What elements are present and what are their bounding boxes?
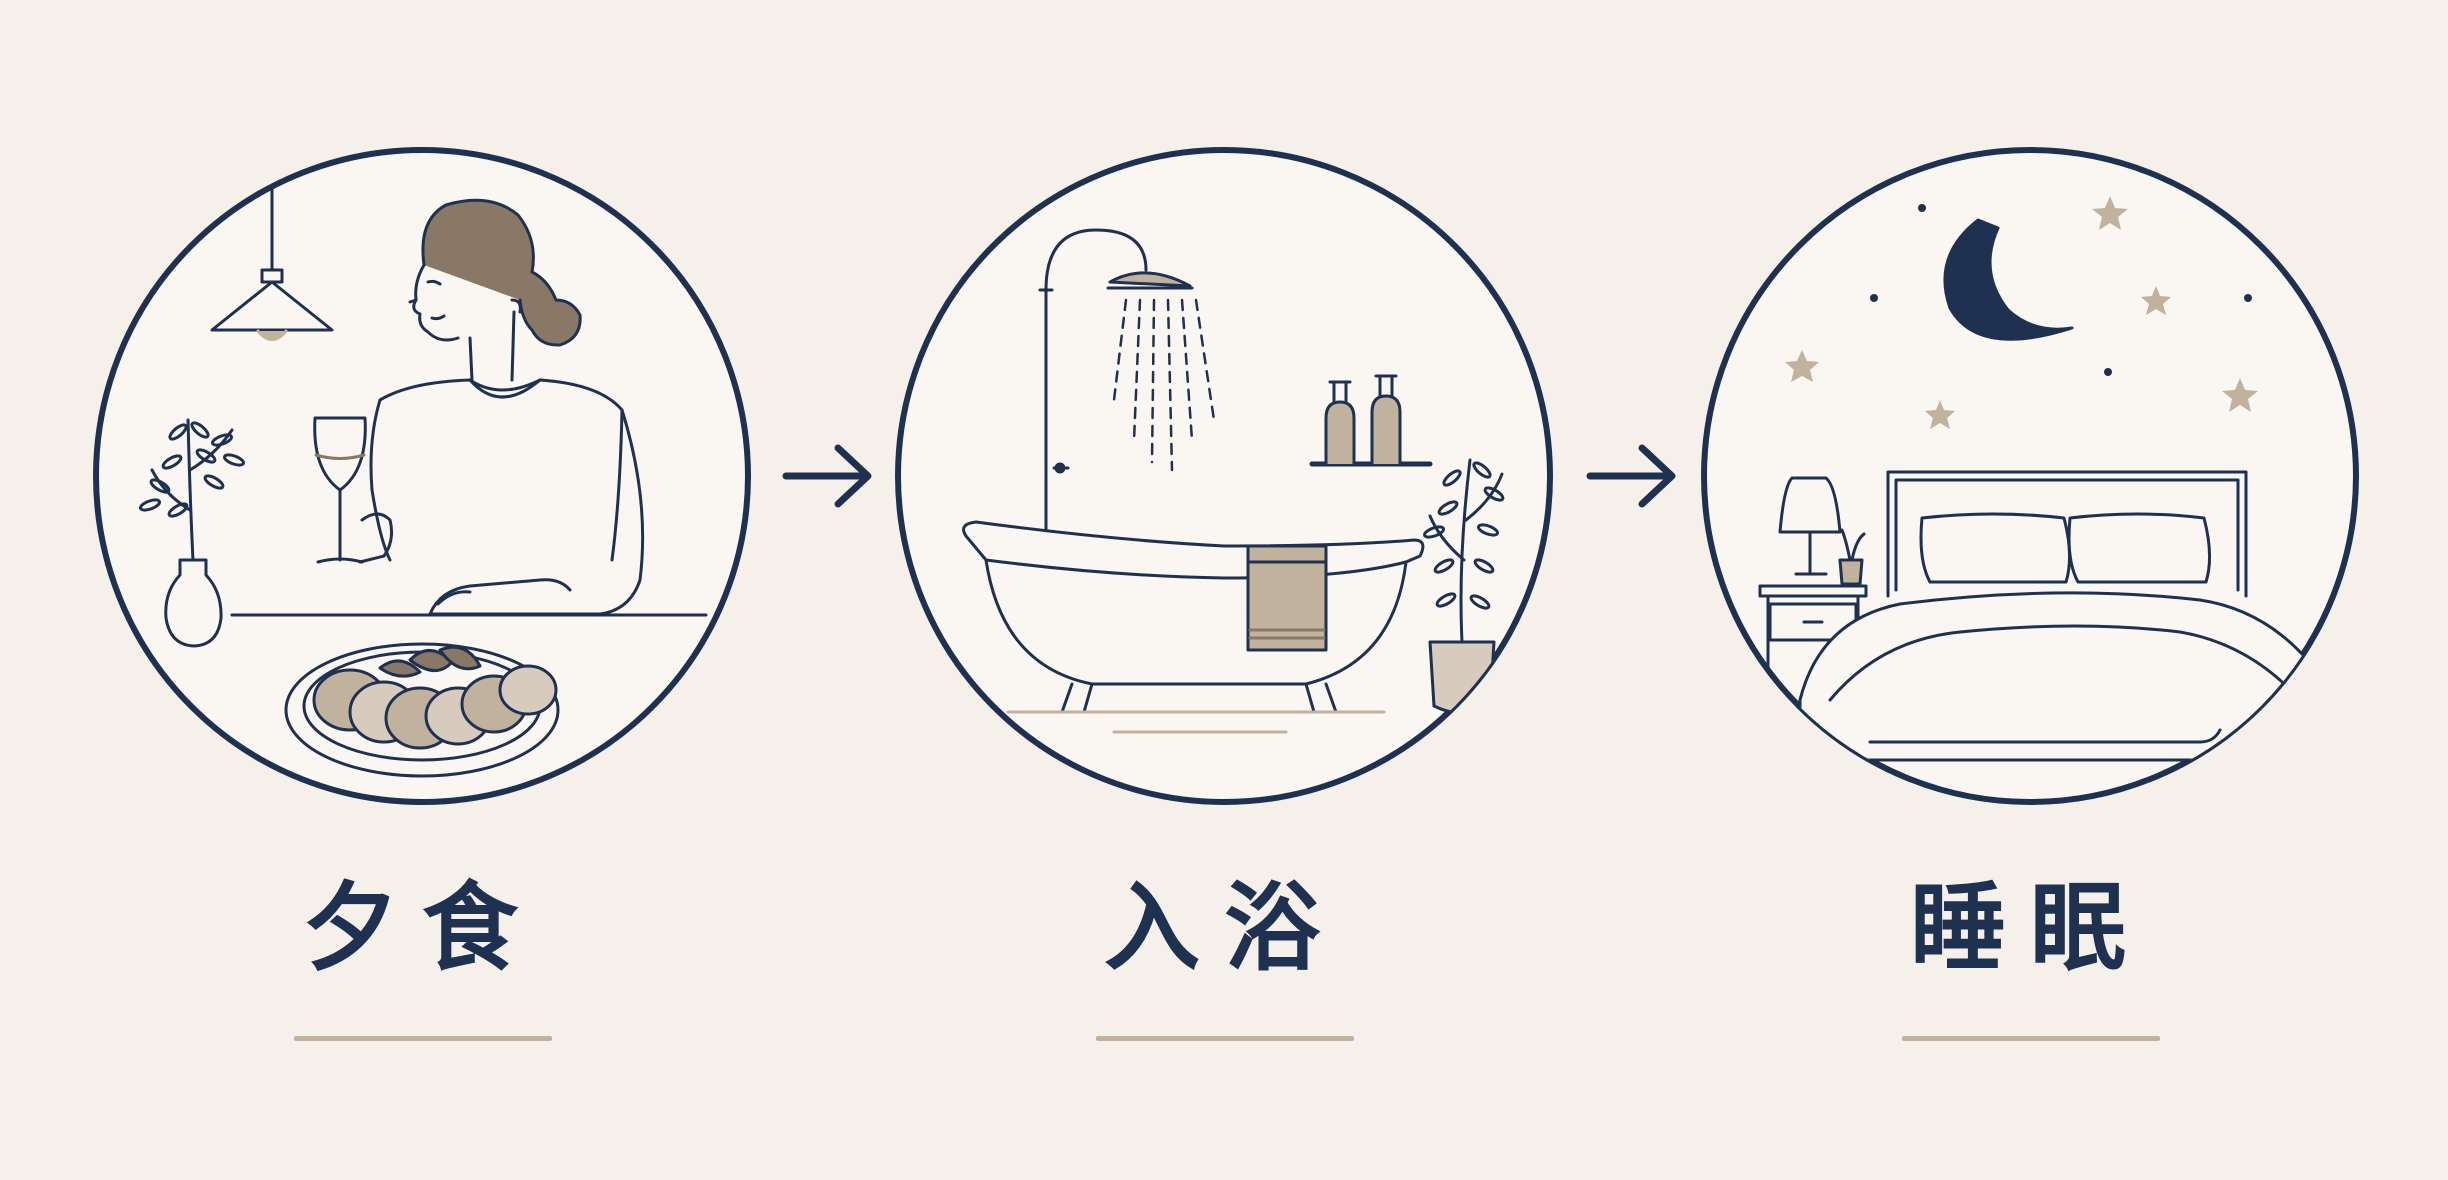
arrow-right-icon: [782, 444, 872, 508]
plate-food-icon: [284, 642, 560, 778]
arrow-right-icon: [1586, 444, 1676, 508]
stars-icon: [1785, 196, 2258, 429]
step-label-dinner: 夕食: [302, 871, 542, 984]
step-label-sleep: 睡眠: [1910, 871, 2150, 984]
nightstand-lamp-icon: [1758, 476, 1868, 692]
dinner-scene-icon: [93, 147, 751, 805]
sleep-scene-icon: [1701, 147, 2359, 805]
vase-plant-icon: [139, 418, 245, 648]
shower-head-icon: [1038, 228, 1194, 538]
wine-glass-icon: [313, 416, 367, 564]
water-spray: [1112, 298, 1216, 472]
step-underline-sleep: [1902, 1036, 2160, 1041]
towel-icon: [1246, 544, 1328, 652]
shelf-bottles-icon: [1309, 374, 1433, 467]
step-underline-bath: [1096, 1036, 1354, 1041]
woman-figure-icon: [358, 198, 645, 616]
star-dots: [1870, 204, 2252, 376]
step-label-bath: 入浴: [1104, 871, 1344, 984]
pendant-lamp-icon: [210, 168, 334, 341]
bed-icon: [1798, 470, 2342, 762]
step-underline-dinner: [294, 1036, 552, 1041]
crescent-moon-icon: [1943, 218, 2074, 341]
bath-scene-icon: [895, 147, 1553, 805]
